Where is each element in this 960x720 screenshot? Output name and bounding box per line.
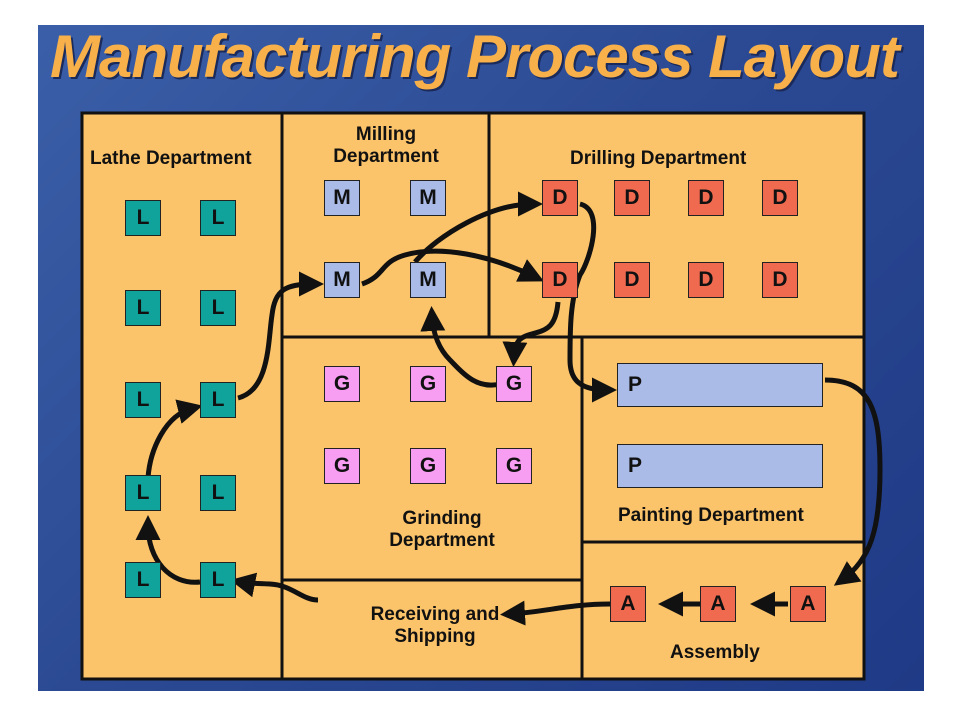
lathe-machine: L: [125, 200, 161, 236]
grinding-machine: G: [324, 448, 360, 484]
lathe-department-label: Lathe Department: [90, 148, 252, 169]
grinding-machine: G: [410, 366, 446, 402]
drilling-machine: D: [614, 180, 650, 216]
painting-booth: P: [617, 444, 823, 488]
receiving-shipping-label: Receiving and Shipping: [350, 604, 520, 648]
milling-machine: M: [324, 262, 360, 298]
arrow-lathe-4-to-3: [145, 399, 203, 479]
assembly-station: A: [610, 586, 646, 622]
lathe-machine: L: [125, 475, 161, 511]
lathe-machine: L: [200, 562, 236, 598]
arrow-drill-to-painting: [567, 201, 617, 403]
lathe-machine: L: [125, 290, 161, 326]
milling-machine: M: [410, 262, 446, 298]
lathe-machine: L: [200, 200, 236, 236]
arrow-grinding-to-milling: [420, 306, 501, 388]
arrow-receiving-to-lathe: [230, 572, 319, 603]
drilling-department-label: Drilling Department: [570, 148, 747, 169]
milling-label-line1: Milling: [355, 124, 417, 145]
arrow-lathe-to-milling: [237, 271, 324, 401]
arrow-drill-to-grinding: [502, 301, 561, 367]
arrow-assembly-to-shipping: [500, 600, 611, 626]
lathe-machine: L: [125, 382, 161, 418]
grinding-label-line1: Grinding: [402, 508, 482, 529]
receiving-label-line2: Shipping: [394, 626, 476, 647]
lathe-machine: L: [200, 382, 236, 418]
painting-booth: P: [617, 363, 823, 407]
assembly-station: A: [700, 586, 736, 622]
milling-machine: M: [410, 180, 446, 216]
lathe-machine: L: [200, 290, 236, 326]
drilling-machine: D: [542, 262, 578, 298]
grinding-department-label: Grinding Department: [372, 508, 512, 552]
milling-department-label: Milling Department: [326, 124, 446, 168]
assembly-station: A: [790, 586, 826, 622]
drilling-machine: D: [688, 180, 724, 216]
drilling-machine: D: [762, 180, 798, 216]
arrow-milling-to-drill-upper: [413, 191, 543, 264]
drilling-machine: D: [688, 262, 724, 298]
drilling-machine: D: [542, 180, 578, 216]
grinding-label-line2: Department: [389, 530, 495, 551]
grinding-machine: G: [496, 448, 532, 484]
grinding-machine: G: [496, 366, 532, 402]
arrow-lathe-5-to-4: [135, 515, 201, 585]
arrow-painting-to-assembly: [824, 377, 883, 586]
painting-department-label: Painting Department: [618, 505, 804, 526]
assembly-label: Assembly: [670, 642, 760, 663]
drilling-machine: D: [614, 262, 650, 298]
grinding-machine: G: [324, 366, 360, 402]
milling-label-line2: Department: [333, 146, 439, 167]
lathe-machine: L: [200, 475, 236, 511]
grinding-machine: G: [410, 448, 446, 484]
lathe-machine: L: [125, 562, 161, 598]
milling-machine: M: [324, 180, 360, 216]
arrow-milling-to-drill-lower: [361, 248, 544, 287]
receiving-label-line1: Receiving and: [370, 604, 500, 625]
drilling-machine: D: [762, 262, 798, 298]
flow-arrows: [135, 191, 883, 626]
page-title: Manufacturing Process Layout: [50, 23, 900, 90]
